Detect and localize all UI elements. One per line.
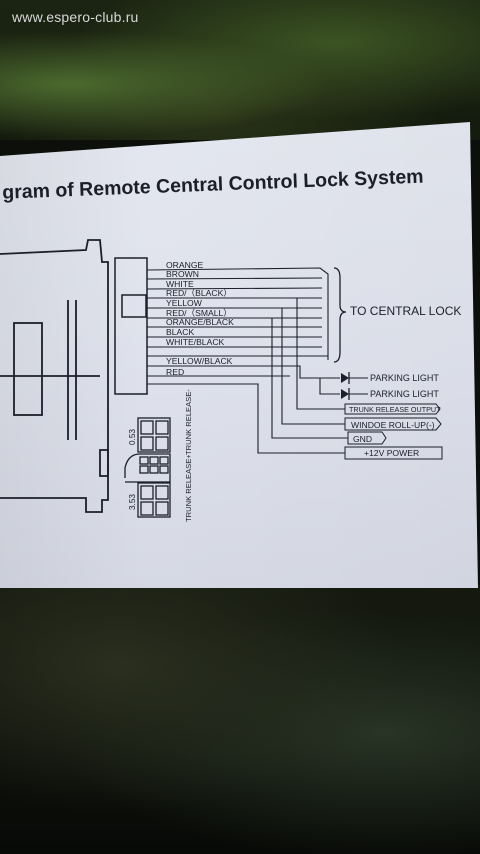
wire-label-white-black: WHITE/BLACK — [166, 337, 225, 347]
trunk-release-output-tag: TRUNK RELEASE OUTPUT — [344, 403, 441, 415]
wire-label-orange-black: ORANGE/BLACK — [166, 317, 234, 327]
central-lock-brace — [333, 267, 347, 363]
harness-connector — [114, 257, 148, 395]
wire-label-red-black: RED/（BLACK） — [166, 288, 232, 298]
wire-label-orange: ORANGE — [166, 260, 204, 270]
diagram-paper — [0, 122, 478, 588]
window-roll-up-tag: WINDOE ROLL-UP(-) — [344, 417, 442, 431]
wire-label-brown: BROWN — [166, 269, 199, 279]
pin-label-bottom: 3.53 — [128, 494, 137, 510]
wire-label-white: WHITE — [166, 279, 194, 289]
wire-label-red-small: RED/（SMALL） — [166, 308, 232, 318]
trunk-release-label: TRUNK RELEASE- — [184, 389, 193, 455]
wire-label-yellow: YELLOW — [166, 298, 203, 308]
photo-background-bottom — [0, 585, 480, 854]
trunk-release-output-label: TRUNK RELEASE OUTPUT — [349, 405, 441, 414]
parking-light-label-1: PARKING LIGHT — [370, 373, 439, 383]
power-tag: +12V POWER — [344, 446, 443, 460]
gnd-tag: GND — [347, 431, 387, 445]
gnd-label: GND — [353, 434, 372, 444]
wire-label-red: RED — [166, 367, 184, 377]
parking-light-diode-2 — [341, 388, 368, 400]
parking-light-diode-1 — [341, 372, 368, 384]
unit-tab — [99, 449, 109, 477]
wire-labels: ORANGE BROWN WHITE RED/（BLACK） YELLOW RE… — [166, 260, 234, 377]
unit-window — [13, 322, 43, 416]
central-lock-label: TO CENTRAL LOCK — [350, 304, 461, 318]
pin-connector — [124, 417, 171, 518]
wire-label-yellow-black: YELLOW/BLACK — [166, 356, 233, 366]
window-roll-up-label: WINDOE ROLL-UP(-) — [351, 420, 435, 430]
wire-label-black: BLACK — [166, 327, 194, 337]
photo-background-top — [0, 0, 480, 140]
output-wires — [147, 298, 348, 454]
power-label: +12V POWER — [364, 448, 419, 458]
diagram-title: gram of Remote Central Control Lock Syst… — [2, 166, 424, 204]
parking-light-label-2: PARKING LIGHT — [370, 389, 439, 399]
pin-label-top: 0.53 — [128, 429, 137, 445]
trunk-release-plus-label: TRUNK RELEASE+ — [184, 454, 193, 522]
watermark: www.espero-club.ru — [12, 9, 139, 25]
control-unit — [0, 239, 109, 513]
central-lock-wires — [146, 267, 329, 360]
